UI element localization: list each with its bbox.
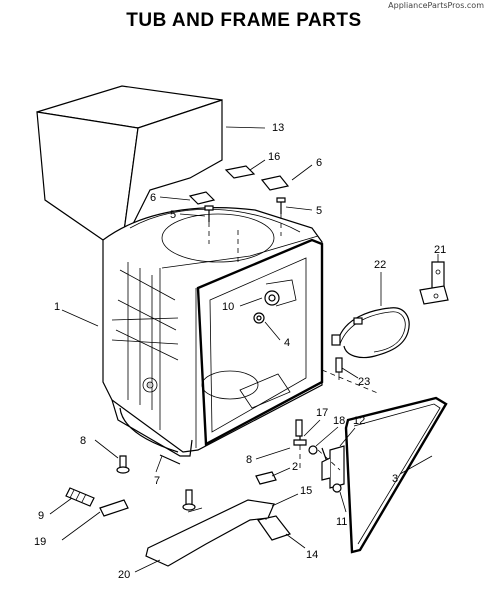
callout-16: 16 bbox=[268, 151, 280, 163]
screw-5-drawing bbox=[204, 197, 286, 222]
fill-inlet-fittings-drawing bbox=[253, 279, 297, 324]
callout-14: 14 bbox=[306, 549, 318, 561]
tub-assembly-drawing bbox=[102, 207, 324, 457]
page-title: TUB AND FRAME PARTS bbox=[126, 10, 362, 31]
mounting-bracket-6-drawing bbox=[188, 175, 290, 205]
leveling-leg-8-drawing bbox=[116, 419, 303, 511]
callout-6b: 6 bbox=[316, 157, 322, 169]
callout-19: 19 bbox=[34, 536, 46, 548]
callout-21: 21 bbox=[434, 244, 446, 256]
callout-2: 2 bbox=[292, 461, 298, 473]
callout-12: 12 bbox=[353, 415, 365, 427]
callout-8b: 8 bbox=[246, 454, 252, 466]
callout-22: 22 bbox=[374, 259, 386, 271]
callout-15: 15 bbox=[300, 485, 312, 497]
callout-labels: 13 16 6 5 6 5 1 10 4 21 22 23 8 7 8 9 19… bbox=[34, 122, 446, 581]
bracket-plate-16-drawing bbox=[224, 165, 256, 179]
clip-2-drawing bbox=[255, 471, 277, 485]
block-19-drawing bbox=[99, 499, 129, 517]
leg-extension-9-drawing bbox=[65, 487, 95, 507]
insulation-blanket-drawing bbox=[36, 85, 223, 247]
callout-7: 7 bbox=[154, 475, 160, 487]
site-watermark: AppliancePartsPros.com bbox=[388, 1, 484, 10]
wire-harness-22-drawing bbox=[331, 307, 410, 359]
callout-3: 3 bbox=[392, 473, 398, 485]
callout-5b: 5 bbox=[316, 205, 322, 217]
callout-6a: 6 bbox=[150, 192, 156, 204]
callout-20: 20 bbox=[118, 569, 130, 581]
bracket-21-drawing bbox=[419, 261, 449, 305]
panel-20-drawing bbox=[145, 499, 275, 567]
leader-lines bbox=[49, 126, 439, 573]
callout-1: 1 bbox=[54, 301, 60, 313]
callout-17: 17 bbox=[316, 407, 328, 419]
door-gasket-3-drawing bbox=[344, 396, 448, 554]
callout-9: 9 bbox=[38, 510, 44, 522]
base-rail-7-drawing bbox=[159, 454, 181, 465]
callout-11: 11 bbox=[336, 516, 347, 528]
alignment-lines bbox=[208, 214, 381, 471]
callout-13: 13 bbox=[272, 122, 284, 134]
callout-18: 18 bbox=[333, 415, 345, 427]
callout-4: 4 bbox=[284, 337, 290, 349]
callout-10: 10 bbox=[222, 301, 234, 313]
callout-23: 23 bbox=[358, 376, 370, 388]
callout-5a: 5 bbox=[170, 209, 176, 221]
fitting-23-drawing bbox=[335, 357, 343, 380]
leveling-hardware-drawing bbox=[293, 424, 345, 493]
callout-8a: 8 bbox=[80, 435, 86, 447]
